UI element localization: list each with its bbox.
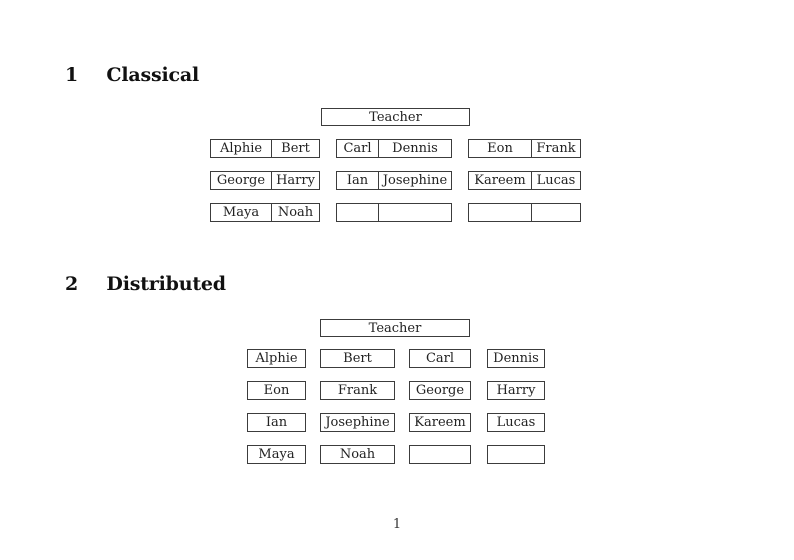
teacher-label: Teacher xyxy=(368,320,422,336)
teacher-label: Teacher xyxy=(369,109,422,125)
seat-right xyxy=(532,204,580,221)
seat-left: Ian xyxy=(337,172,379,189)
single-desk: Bert xyxy=(320,349,395,368)
two-seat-desk-empty xyxy=(468,203,581,222)
seat-left: Maya xyxy=(211,204,272,221)
single-desk-empty xyxy=(409,445,471,464)
single-desk: Eon xyxy=(247,381,306,400)
single-desk: Alphie xyxy=(247,349,306,368)
teacher-box-distributed: Teacher xyxy=(320,319,470,337)
seat-left xyxy=(337,204,379,221)
seat-right xyxy=(379,204,451,221)
two-seat-desk: Carl Dennis xyxy=(336,139,452,158)
single-desk: Lucas xyxy=(487,413,545,432)
two-seat-desk: George Harry xyxy=(210,171,320,190)
single-desk: Maya xyxy=(247,445,306,464)
teacher-box-classical: Teacher xyxy=(321,108,470,126)
two-seat-desk: Maya Noah xyxy=(210,203,320,222)
seat-right: Harry xyxy=(276,173,315,188)
seat-right: Noah xyxy=(277,205,314,220)
single-desk: Kareem xyxy=(409,413,471,432)
seat-right: Frank xyxy=(536,141,576,156)
section-1-number: 1 xyxy=(65,64,79,86)
single-desk: Noah xyxy=(320,445,395,464)
two-seat-desk: Alphie Bert xyxy=(210,139,320,158)
single-desk: Ian xyxy=(247,413,306,432)
single-desk: George xyxy=(409,381,471,400)
seat-right: Lucas xyxy=(536,173,576,188)
page-number: 1 xyxy=(392,517,402,532)
single-desk-empty xyxy=(487,445,545,464)
seat-left: George xyxy=(211,172,272,189)
seat-left: Eon xyxy=(469,140,532,157)
seat-left: Kareem xyxy=(469,172,532,189)
two-seat-desk: Kareem Lucas xyxy=(468,171,581,190)
section-2-number: 2 xyxy=(65,273,79,295)
single-desk: Harry xyxy=(487,381,545,400)
seat-right: Dennis xyxy=(392,141,438,156)
two-seat-desk-empty xyxy=(336,203,452,222)
single-desk: Dennis xyxy=(487,349,545,368)
seat-right: Bert xyxy=(281,141,310,156)
section-2-heading: 2 Distributed xyxy=(65,273,226,295)
seat-left: Alphie xyxy=(211,140,272,157)
single-desk: Carl xyxy=(409,349,471,368)
two-seat-desk: Ian Josephine xyxy=(336,171,452,190)
section-1-heading: 1 Classical xyxy=(65,64,199,86)
two-seat-desk: Eon Frank xyxy=(468,139,581,158)
single-desk: Josephine xyxy=(320,413,395,432)
seat-left xyxy=(469,204,532,221)
section-1-title: Classical xyxy=(106,64,199,86)
section-2-title: Distributed xyxy=(106,273,226,295)
single-desk: Frank xyxy=(320,381,395,400)
seat-left: Carl xyxy=(337,140,379,157)
seat-right: Josephine xyxy=(382,173,448,188)
